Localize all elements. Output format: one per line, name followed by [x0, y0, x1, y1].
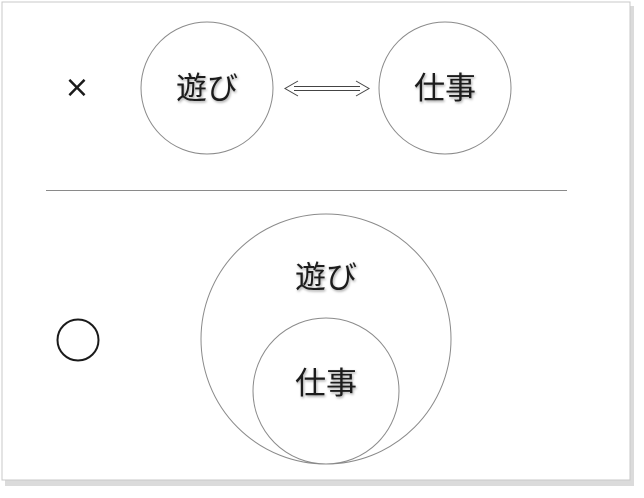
play-label-outer: 遊び	[295, 260, 357, 296]
circle-icon	[56, 318, 100, 362]
play-circle-separate	[140, 21, 274, 155]
double-arrow-icon	[283, 80, 371, 97]
work-circle-inner	[252, 317, 400, 465]
work-label-inner: 仕事	[295, 366, 357, 402]
correct-example: 遊び 仕事	[56, 213, 452, 465]
page-frame	[1, 1, 631, 481]
wrong-example: × 遊び 仕事	[64, 21, 512, 155]
wrong-mark: ×	[64, 70, 89, 105]
work-circle-separate	[378, 21, 512, 155]
work-label-separate: 仕事	[414, 71, 476, 107]
play-label-separate: 遊び	[176, 71, 238, 107]
